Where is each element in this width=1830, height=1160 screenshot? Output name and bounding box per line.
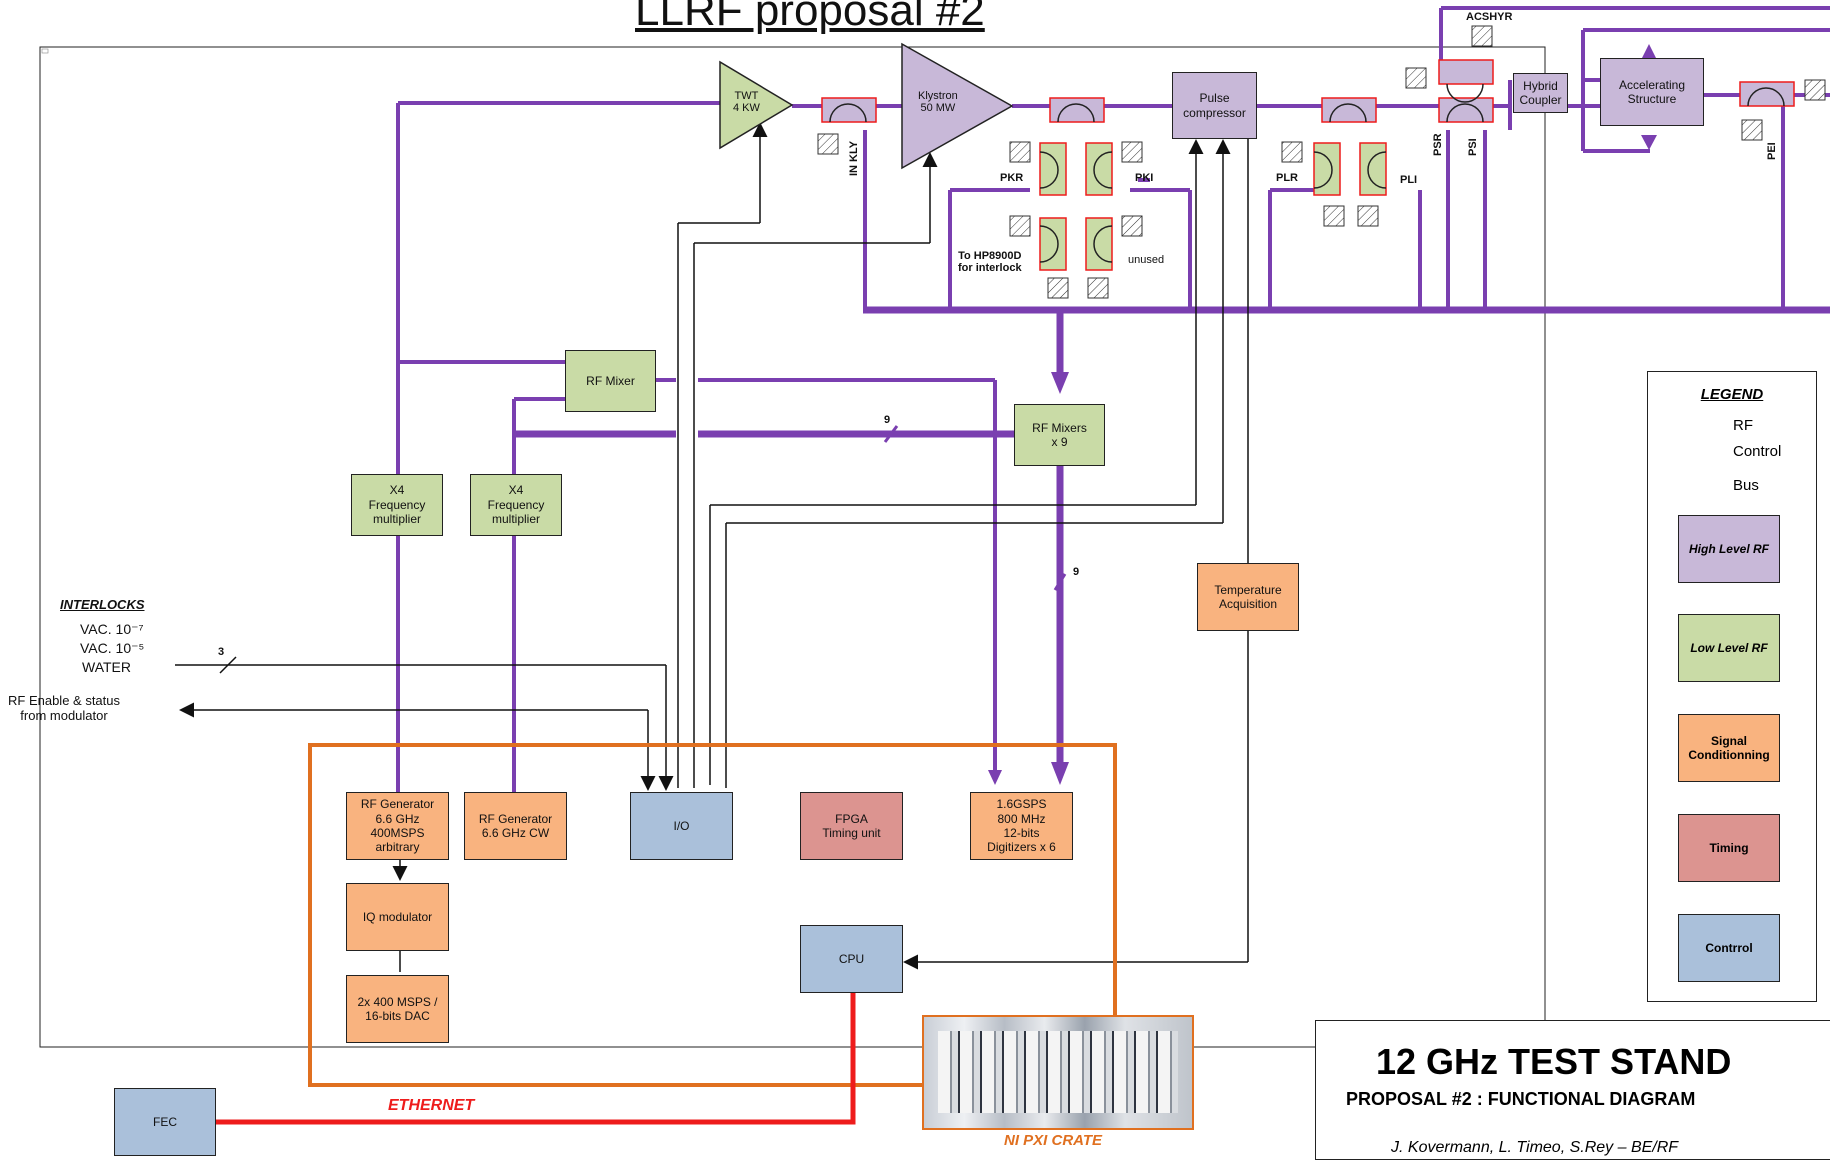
bus-count-mixers-out: 9: [1073, 566, 1080, 578]
port-psr: PSR: [1432, 133, 1444, 156]
title-block: 12 GHz TEST STAND PROPOSAL #2 : FUNCTION…: [1315, 1020, 1830, 1160]
pulse-compressor-block: Pulse compressor: [1172, 72, 1257, 139]
rf-generator-cw-block: RF Generator 6.6 GHz CW: [464, 792, 567, 860]
legend: LEGEND RF Control Bus High Level RF Low …: [1647, 371, 1817, 1002]
legend-signal-conditioning: Signal Conditionning: [1678, 714, 1780, 782]
x4-multiplier-1-block: X4 Frequency multiplier: [351, 474, 443, 536]
io-block: I/O: [630, 792, 733, 860]
bus-count-mixers-in: 9: [884, 414, 891, 426]
legend-title: LEGEND: [1700, 386, 1764, 403]
port-pli: PLI: [1400, 174, 1418, 186]
rf-generator-arbitrary-block: RF Generator 6.6 GHz 400MSPS arbitrary: [346, 792, 449, 860]
fpga-timing-block: FPGA Timing unit: [800, 792, 903, 860]
port-to-hp: To HP8900D for interlock: [958, 250, 1022, 274]
ethernet-label: ETHERNET: [388, 1097, 475, 1114]
x4-multiplier-2-block: X4 Frequency multiplier: [470, 474, 562, 536]
page-frame: [39, 46, 1546, 1048]
crate-front-panel: [938, 1031, 1178, 1113]
port-acshyr: ACSHYR: [1466, 11, 1513, 23]
pxi-crate-border: [308, 743, 1117, 1087]
klystron-shape: [901, 42, 1014, 170]
title-block-title: 12 GHz TEST STAND: [1376, 1041, 1732, 1082]
control-lines: [175, 122, 1249, 972]
directional-couplers: [821, 59, 1795, 271]
legend-bus: Bus: [1733, 477, 1759, 494]
port-psi: PSI: [1467, 138, 1479, 156]
twt-label: TWT 4 KW: [733, 90, 760, 114]
interlocks-title: INTERLOCKS: [60, 597, 145, 612]
digitizers-block: 1.6GSPS 800 MHz 12-bits Digitizers x 6: [970, 792, 1073, 860]
fec-block: FEC: [114, 1088, 216, 1156]
pxi-crate-image: [922, 1015, 1194, 1130]
port-plr: PLR: [1276, 172, 1298, 184]
port-pei: PEI: [1766, 142, 1778, 160]
hybrid-coupler-block: Hybrid Coupler: [1513, 73, 1568, 113]
klystron-label: Klystron 50 MW: [918, 90, 958, 114]
cpu-block: CPU: [800, 925, 903, 993]
interlock-vac5: VAC. 10⁻⁵: [80, 640, 145, 656]
broken-image-marker: [41, 48, 49, 54]
temperature-acquisition-block: Temperature Acquisition: [1197, 563, 1299, 631]
port-in-kly: IN KLY: [848, 140, 860, 176]
legend-control: Control: [1733, 443, 1782, 460]
rf-mixer-block: RF Mixer: [565, 350, 656, 412]
legend-low-level-rf: Low Level RF: [1678, 614, 1780, 682]
dac-block: 2x 400 MSPS / 16-bits DAC: [346, 975, 449, 1043]
iq-modulator-block: IQ modulator: [346, 883, 449, 951]
interlock-vac7: VAC. 10⁻⁷: [80, 621, 144, 637]
legend-high-level-rf: High Level RF: [1678, 515, 1780, 583]
interlock-water: WATER: [82, 659, 131, 675]
port-unused: unused: [1128, 254, 1165, 266]
legend-timing: Timing: [1678, 814, 1780, 882]
bus-count-interlocks: 3: [218, 646, 225, 658]
page-heading: LLRF proposal #2: [635, 0, 985, 35]
legend-rf: RF: [1733, 417, 1753, 434]
accelerating-structure-block: Accelerating Structure: [1600, 58, 1704, 126]
port-pki: PKI: [1135, 172, 1154, 184]
ethernet-link: [216, 992, 856, 1125]
port-pkr: PKR: [1000, 172, 1024, 184]
rf-enable-label: RF Enable & status from modulator: [8, 693, 120, 723]
title-block-authors: J. Kovermann, L. Timeo, S.Rey – BE/RF: [1391, 1139, 1679, 1156]
rf-lines: [396, 6, 1830, 801]
crate-label: NI PXI CRATE: [1004, 1132, 1103, 1149]
rf-loads: [817, 25, 1826, 299]
title-block-subtitle: PROPOSAL #2 : FUNCTIONAL DIAGRAM: [1346, 1089, 1696, 1109]
rf-mixers-x9-block: RF Mixers x 9: [1014, 404, 1105, 466]
twt-shape: [719, 60, 794, 150]
legend-control-box: Contrrol: [1678, 914, 1780, 982]
